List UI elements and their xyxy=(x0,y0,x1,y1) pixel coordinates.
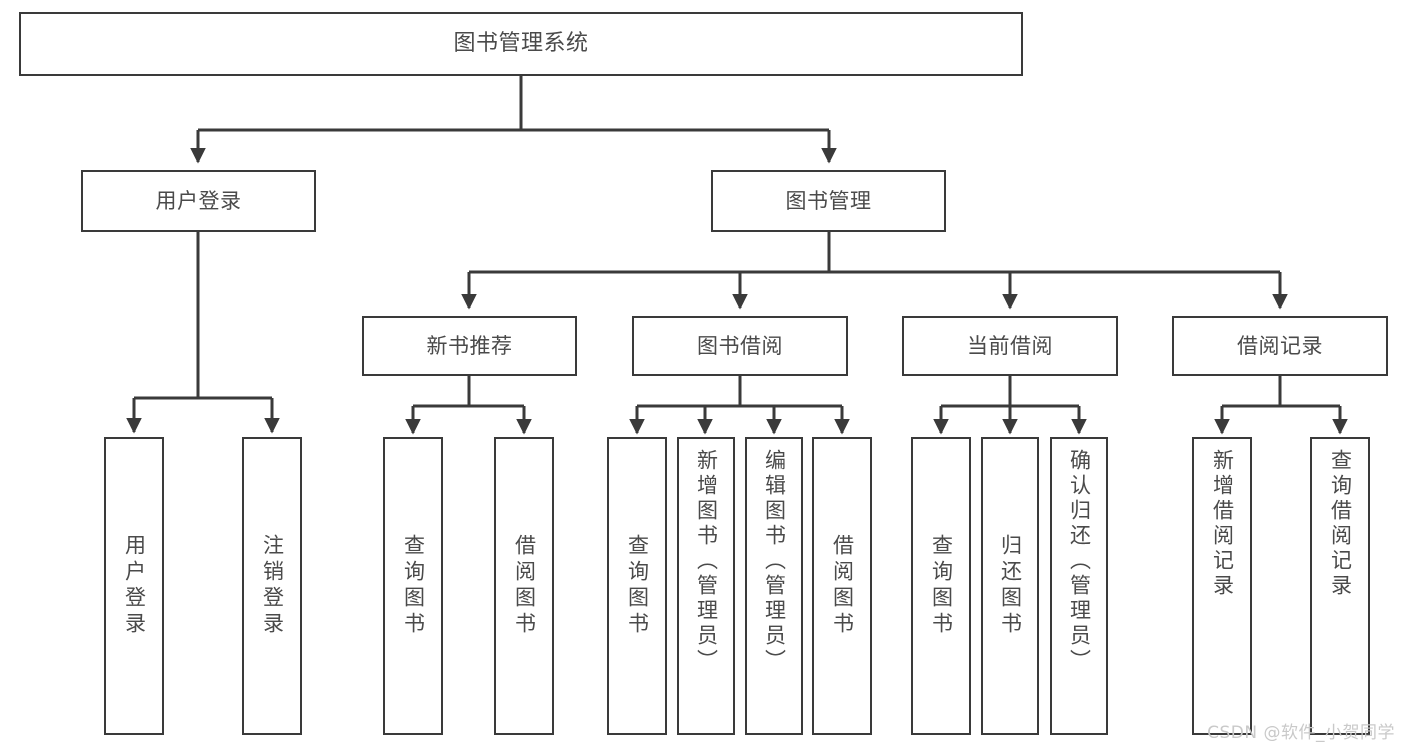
leaf-edit-book-label: 编辑图书（管理员） xyxy=(762,449,787,674)
leaf-borrow-book-1[interactable]: 借阅图书 xyxy=(494,437,554,735)
node-new-book-recommend-label: 新书推荐 xyxy=(426,333,513,358)
leaf-return-book-label: 归还图书 xyxy=(998,534,1023,638)
node-borrow-record-label: 借阅记录 xyxy=(1237,333,1323,358)
node-current-borrow-label: 当前借阅 xyxy=(967,333,1053,358)
node-root-label: 图书管理系统 xyxy=(453,31,589,57)
node-book-manage[interactable]: 图书管理 xyxy=(711,170,946,232)
node-book-borrow[interactable]: 图书借阅 xyxy=(632,316,848,376)
leaf-return-book[interactable]: 归还图书 xyxy=(981,437,1039,735)
leaf-query-book-3[interactable]: 查询图书 xyxy=(911,437,971,735)
leaf-add-book-label: 新增图书（管理员） xyxy=(694,449,719,674)
leaf-query-record-label: 查询借阅记录 xyxy=(1328,449,1353,599)
leaf-user-login-label: 用户登录 xyxy=(122,534,147,638)
csdn-watermark: CSDN @软件_小贺同学 xyxy=(1207,723,1395,743)
leaf-user-logout[interactable]: 注销登录 xyxy=(242,437,302,735)
leaf-query-book-1[interactable]: 查询图书 xyxy=(383,437,443,735)
leaf-query-book-2-label: 查询图书 xyxy=(625,534,650,638)
leaf-borrow-book-2-label: 借阅图书 xyxy=(830,534,855,638)
leaf-add-book[interactable]: 新增图书（管理员） xyxy=(677,437,735,735)
node-current-borrow[interactable]: 当前借阅 xyxy=(902,316,1118,376)
node-root[interactable]: 图书管理系统 xyxy=(19,12,1023,76)
node-book-manage-label: 图书管理 xyxy=(785,188,872,213)
leaf-query-book-2[interactable]: 查询图书 xyxy=(607,437,667,735)
leaf-borrow-book-1-label: 借阅图书 xyxy=(512,534,537,638)
leaf-edit-book[interactable]: 编辑图书（管理员） xyxy=(745,437,803,735)
leaf-user-login[interactable]: 用户登录 xyxy=(104,437,164,735)
leaf-add-record[interactable]: 新增借阅记录 xyxy=(1192,437,1252,735)
leaf-query-book-3-label: 查询图书 xyxy=(929,534,954,638)
node-user-login[interactable]: 用户登录 xyxy=(81,170,316,232)
leaf-query-record[interactable]: 查询借阅记录 xyxy=(1310,437,1370,735)
node-book-borrow-label: 图书借阅 xyxy=(697,333,783,358)
leaf-confirm-return-label: 确认归还（管理员） xyxy=(1067,449,1092,674)
leaf-user-logout-label: 注销登录 xyxy=(260,534,285,638)
leaf-confirm-return[interactable]: 确认归还（管理员） xyxy=(1050,437,1108,735)
node-borrow-record[interactable]: 借阅记录 xyxy=(1172,316,1388,376)
node-user-login-label: 用户登录 xyxy=(155,188,242,213)
leaf-add-record-label: 新增借阅记录 xyxy=(1210,449,1235,599)
node-new-book-recommend[interactable]: 新书推荐 xyxy=(362,316,577,376)
leaf-borrow-book-2[interactable]: 借阅图书 xyxy=(812,437,872,735)
leaf-query-book-1-label: 查询图书 xyxy=(401,534,426,638)
